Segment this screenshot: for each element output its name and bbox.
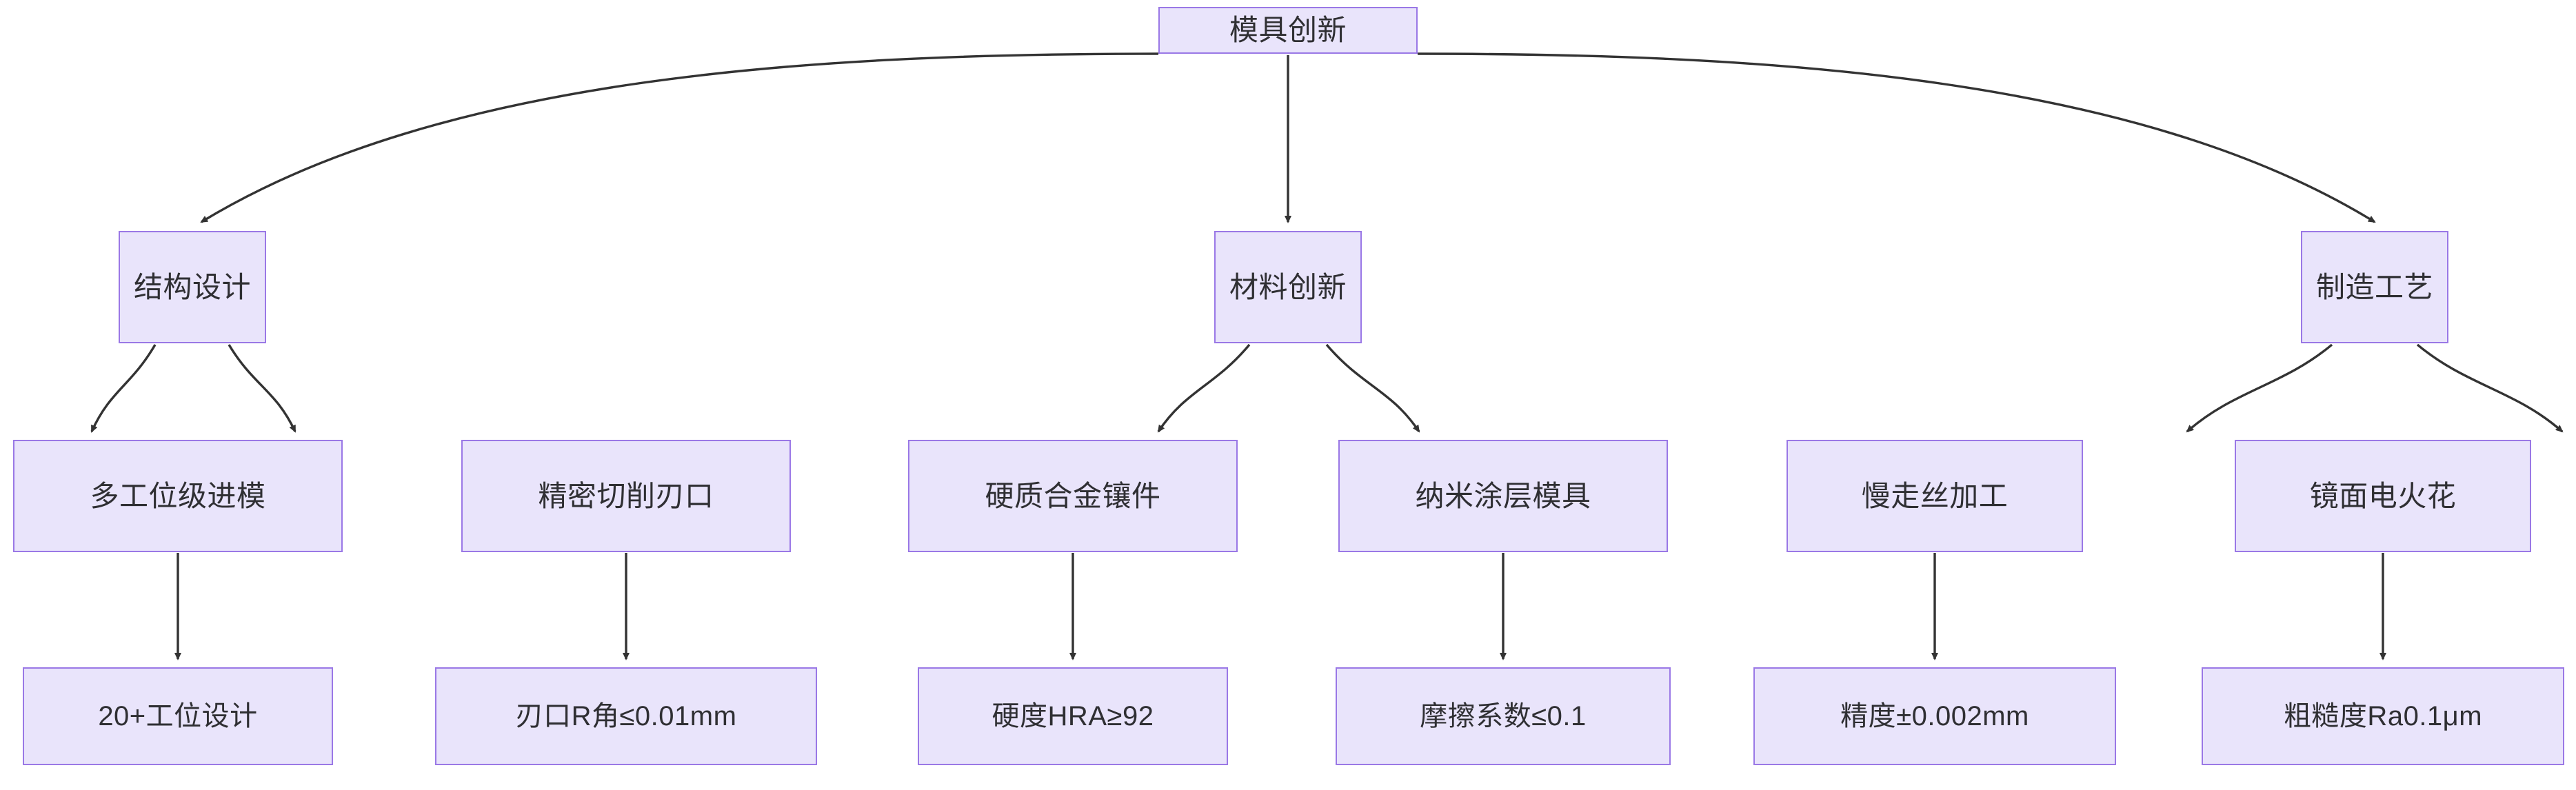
node-s6[interactable]: 粗糙度Ra0.1μm — [2202, 667, 2564, 765]
node-m1[interactable]: 多工位级进模 — [13, 440, 343, 552]
edge-process-m6 — [2416, 343, 2564, 433]
node-m6[interactable]: 镜面电火花 — [2235, 440, 2531, 552]
edge-material-m3 — [1157, 343, 1251, 433]
node-s5[interactable]: 精度±0.002mm — [1753, 667, 2116, 765]
node-s1[interactable]: 20+工位设计 — [23, 667, 333, 765]
node-root[interactable]: 模具创新 — [1158, 7, 1418, 54]
edge-process-m5 — [2186, 343, 2333, 433]
node-s2[interactable]: 刃口R角≤0.01mm — [435, 667, 817, 765]
node-m3[interactable]: 硬质合金镶件 — [908, 440, 1238, 552]
node-m4[interactable]: 纳米涂层模具 — [1338, 440, 1668, 552]
node-m5[interactable]: 慢走丝加工 — [1787, 440, 2083, 552]
node-process[interactable]: 制造工艺 — [2301, 231, 2448, 343]
node-m2[interactable]: 精密切削刃口 — [461, 440, 791, 552]
edge-structure-m2 — [228, 344, 296, 433]
edge-root-structure — [200, 52, 1159, 223]
edge-structure-m1 — [90, 344, 157, 433]
node-s4[interactable]: 摩擦系数≤0.1 — [1336, 667, 1671, 765]
node-s3[interactable]: 硬度HRA≥92 — [918, 667, 1228, 765]
node-material[interactable]: 材料创新 — [1214, 231, 1362, 343]
node-structure[interactable]: 结构设计 — [119, 231, 266, 343]
edge-root-process — [1417, 52, 2376, 223]
edge-material-m4 — [1325, 343, 1420, 433]
